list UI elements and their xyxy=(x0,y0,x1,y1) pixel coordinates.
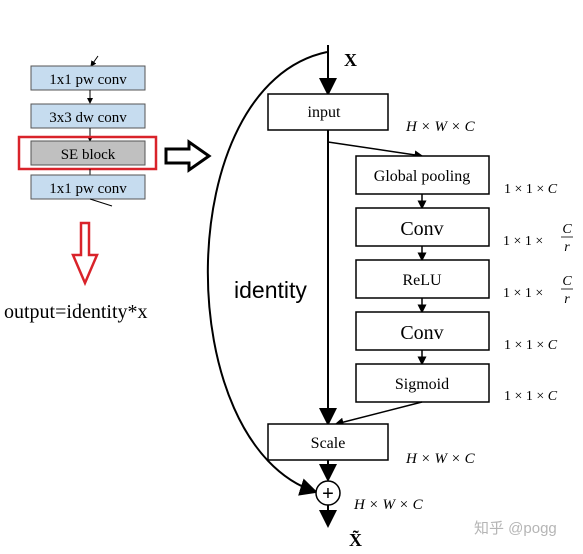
red-down-arrow-icon xyxy=(71,221,99,287)
identity-skip-connection xyxy=(206,51,328,496)
layer-sigmoid-label: Sigmoid xyxy=(395,376,449,393)
add-node-symbol: + xyxy=(322,483,334,505)
dim-pool: 1 × 1 × C xyxy=(504,182,558,197)
dim-output: H × W × C xyxy=(353,497,424,513)
layer-pw-conv-1-label: 1x1 pw conv xyxy=(49,72,127,88)
dim-relu: 1 × 1 × xyxy=(503,286,543,301)
layer-global-pooling-label: Global pooling xyxy=(374,168,470,185)
sigmoid-to-scale-line xyxy=(334,401,423,427)
right-arrow-icon xyxy=(164,139,212,173)
layer-se-block-label: SE block xyxy=(61,147,116,163)
flow-line-top xyxy=(90,55,99,67)
dim-scale: H × W × C xyxy=(405,451,476,467)
dim-sigmoid: 1 × 1 × C xyxy=(504,389,558,404)
layer-se-block xyxy=(30,140,146,166)
layer-dw-conv-label: 3x3 dw conv xyxy=(49,110,127,126)
dim-conv-1: 1 × 1 × xyxy=(503,234,543,249)
dim-relu-den: r xyxy=(564,292,570,307)
identity-label: identity xyxy=(234,277,307,303)
dim-relu-num: C xyxy=(562,274,572,289)
layer-conv-1-label: Conv xyxy=(400,218,443,240)
layer-conv-1 xyxy=(355,207,490,247)
layer-dw-conv xyxy=(30,103,146,129)
layer-pw-conv-2 xyxy=(30,174,146,200)
layer-sigmoid xyxy=(355,363,490,403)
layer-relu-label: ReLU xyxy=(402,272,442,289)
dim-input: H × W × C xyxy=(405,119,476,135)
layer-pw-conv-2-label: 1x1 pw conv xyxy=(49,181,127,197)
layer-conv-2 xyxy=(355,311,490,351)
input-box xyxy=(267,93,389,131)
dim-conv-1-den: r xyxy=(564,240,570,255)
layer-global-pooling xyxy=(355,155,490,195)
se-module: X input H × W × C identity Global poolin… xyxy=(206,45,573,550)
se-highlight-frame xyxy=(17,135,158,171)
flow-line-out xyxy=(89,198,113,207)
dim-conv-2: 1 × 1 × C xyxy=(504,338,558,353)
output-formula: output=identity*x xyxy=(4,301,148,323)
layer-pw-conv-1 xyxy=(30,65,146,91)
scale-box xyxy=(267,423,389,461)
branch-line xyxy=(327,141,424,160)
layer-conv-2-label: Conv xyxy=(400,322,443,344)
add-node xyxy=(315,480,341,506)
input-symbol-x: X xyxy=(344,50,357,70)
input-box-label: input xyxy=(308,104,341,121)
dim-conv-1-num: C xyxy=(562,222,572,237)
output-symbol-x-tilde: X̃ xyxy=(349,530,362,550)
mobilenet-block: 1x1 pw conv 3x3 dw conv SE block 1x1 pw … xyxy=(17,55,158,207)
watermark: 知乎 @pogg xyxy=(474,520,557,537)
scale-box-label: Scale xyxy=(311,435,346,452)
